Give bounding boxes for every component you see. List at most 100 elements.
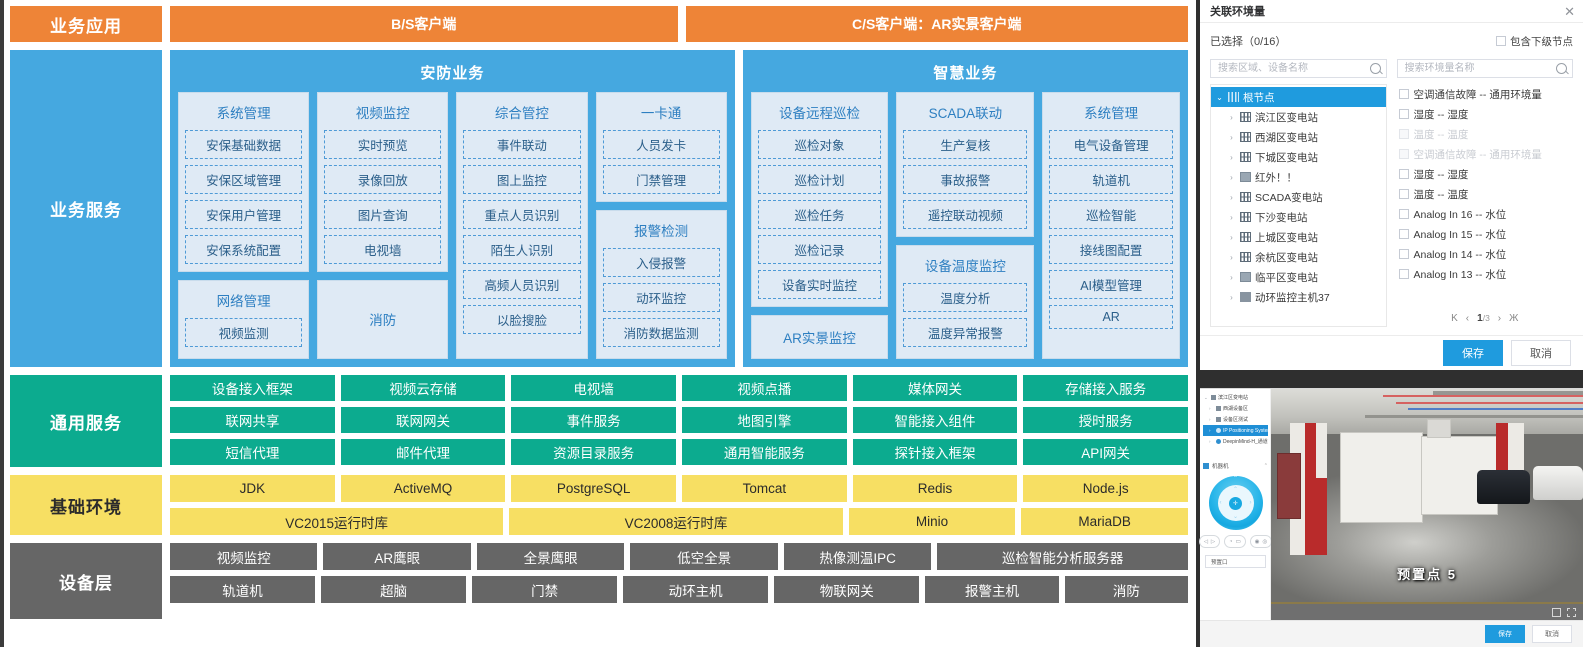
option-item[interactable]: Analog In 13 -- 水位	[1397, 264, 1574, 284]
card-system-management[interactable]: 系统管理 安保基础数据 安保区域管理 安保用户管理 安保系统配置	[178, 92, 310, 272]
tile-common-service[interactable]: 设备接入框架	[170, 375, 335, 401]
close-icon[interactable]: ✕	[1564, 3, 1575, 19]
tile-device[interactable]: AR鹰眼	[323, 543, 471, 570]
tile-device[interactable]: 全景鹰眼	[476, 543, 625, 570]
save-button[interactable]: 保存	[1485, 625, 1525, 643]
chip-item[interactable]: 接线图配置	[1049, 235, 1174, 264]
tile-common-service[interactable]: 资源目录服务	[511, 439, 676, 465]
card-video-surveillance[interactable]: 视频监控 实时预览 录像回放 图片查询 电视墙	[317, 92, 449, 272]
card-alarm-detection[interactable]: 报警检测 入侵报警 动环监控 消防数据监测	[595, 210, 727, 359]
chip-item[interactable]: 高频人员识别	[463, 270, 581, 299]
chevron-right-icon[interactable]: ›	[1230, 272, 1233, 282]
cancel-button[interactable]: 取消	[1532, 625, 1572, 643]
chevron-down-icon[interactable]: ⌄	[1216, 92, 1223, 102]
capture-icon[interactable]	[1552, 607, 1561, 617]
card-remote-inspection[interactable]: 设备远程巡检 巡检对象 巡检计划 巡检任务 巡检记录 设备实时监控	[750, 92, 889, 307]
chip-item[interactable]: 实时预览	[324, 130, 442, 159]
option-item[interactable]: 湿度 -- 湿度	[1397, 164, 1574, 184]
tile-base[interactable]: ActiveMQ	[340, 475, 506, 502]
preset-name-field[interactable]	[1205, 555, 1266, 568]
chip-item[interactable]: 动环监控	[602, 283, 720, 312]
include-children-checkbox[interactable]: 包含下级节点	[1496, 34, 1573, 49]
tree-node-item[interactable]: › 西湖区变电站	[1211, 127, 1386, 147]
checkbox-box[interactable]	[1398, 249, 1409, 259]
chevron-right-icon[interactable]: ›	[1230, 232, 1233, 242]
tile-common-service[interactable]: 联网共享	[170, 407, 335, 433]
chevron-up-icon[interactable]: ⌃	[1263, 463, 1268, 469]
chip-item[interactable]: 以脸搜脸	[463, 305, 581, 334]
tree-node-item[interactable]: › 上城区变电站	[1211, 227, 1386, 247]
tile-base[interactable]: Redis	[852, 475, 1018, 502]
chip-item[interactable]: 电气设备管理	[1049, 130, 1174, 159]
chip-item[interactable]: 门禁管理	[602, 165, 720, 194]
chevron-right-icon[interactable]: ›	[1209, 417, 1211, 422]
tile-common-service[interactable]: 事件服务	[511, 407, 676, 433]
tile-base[interactable]: Tomcat	[682, 475, 847, 502]
ptz-joystick[interactable]: ⌃ ⌃ ⌄ ‹ › ✛	[1208, 476, 1263, 530]
checkbox-box[interactable]	[1398, 229, 1409, 239]
camera-tree[interactable]: ⌄ 滨江区变电站 › 西湖设备区 › 设备区测试	[1203, 392, 1268, 447]
chip-item[interactable]: 图片查询	[324, 200, 442, 229]
zoom-out-icon[interactable]: ◁	[1203, 538, 1208, 545]
checkbox-box[interactable]	[1398, 89, 1409, 99]
card-network-management[interactable]: 网络管理 视频监测	[178, 280, 310, 359]
chip-item[interactable]: 巡检对象	[757, 130, 882, 159]
chip-item[interactable]: 温度分析	[903, 283, 1028, 312]
chip-item[interactable]: 安保用户管理	[185, 200, 303, 229]
chevron-right-icon[interactable]: ›	[1230, 212, 1233, 222]
chevron-right-icon[interactable]: ›	[1209, 439, 1211, 444]
ptz-right-icon[interactable]: ›	[1249, 500, 1252, 506]
ptz-home-icon[interactable]: ✛	[1229, 496, 1242, 510]
chip-item[interactable]: 电视墙	[324, 235, 442, 264]
tile-device[interactable]: 热像测温IPC	[783, 543, 932, 570]
tile-common-service[interactable]: API网关	[1023, 439, 1188, 465]
chip-item[interactable]: 生产复核	[903, 130, 1028, 159]
iris-close-icon[interactable]: ◎	[1262, 538, 1268, 545]
tile-common-service[interactable]: 存储接入服务	[1023, 375, 1188, 401]
checkbox-box[interactable]	[1398, 169, 1409, 179]
camera-tree-node[interactable]: › DeepinMind-H_通道1	[1203, 436, 1268, 447]
checkbox-box[interactable]	[1398, 209, 1409, 219]
tile-common-service[interactable]: 短信代理	[170, 439, 335, 465]
option-search-input[interactable]	[1402, 62, 1556, 75]
chip-item[interactable]: 巡检任务	[757, 200, 882, 229]
tile-common-service[interactable]: 邮件代理	[340, 439, 506, 465]
option-item[interactable]: 湿度 -- 湿度	[1397, 104, 1574, 124]
tile-base[interactable]: MariaDB	[1021, 508, 1188, 535]
tile-device[interactable]: 报警主机	[925, 576, 1059, 603]
tile-device[interactable]: 视频监控	[170, 543, 318, 570]
chip-item[interactable]: 消防数据监测	[602, 318, 720, 347]
chevron-right-icon[interactable]: ›	[1230, 252, 1233, 262]
chevron-right-icon[interactable]: ›	[1209, 406, 1211, 411]
chip-item[interactable]: 事故报警	[903, 165, 1028, 194]
cancel-button[interactable]: 取消	[1511, 340, 1571, 366]
camera-tree-node[interactable]: › 设备区测试	[1203, 414, 1268, 425]
tile-device[interactable]: 轨道机	[170, 576, 316, 603]
ptz-left-icon[interactable]: ‹	[1219, 500, 1222, 506]
ptz-section-header[interactable]: 机器机 ⌃	[1203, 461, 1268, 471]
app-bs-client[interactable]: B/S客户端	[170, 6, 678, 42]
tree-node-item[interactable]: › SCADA变电站	[1211, 187, 1386, 207]
card-zhihui-system-management[interactable]: 系统管理 电气设备管理 轨道机 巡检智能 接线图配置 AI模型管理 AR	[1042, 92, 1181, 359]
chip-item[interactable]: 设备实时监控	[757, 270, 882, 299]
tile-device[interactable]: 动环主机	[623, 576, 769, 603]
option-search-box[interactable]	[1396, 59, 1573, 78]
tree-node-item[interactable]: › 动环监控主机37	[1211, 287, 1386, 307]
checkbox-box[interactable]	[1496, 36, 1506, 46]
iris-open-icon[interactable]: ◉	[1254, 538, 1260, 545]
ptz-inner-ring[interactable]: ⌃ ⌄ ‹ › ✛	[1217, 485, 1254, 521]
tree-list[interactable]: ⌄ 根节点 › 滨江区变电站 › 西湖区变电站	[1210, 84, 1387, 327]
card-fire-protection[interactable]: 消防	[317, 280, 449, 359]
video-stage[interactable]: 预置点 5	[1271, 389, 1583, 604]
chip-item[interactable]: 人员发卡	[602, 130, 720, 159]
chevron-right-icon[interactable]: ›	[1230, 172, 1233, 182]
card-ar-live-monitoring[interactable]: AR实景监控	[750, 315, 889, 359]
chip-item[interactable]: 重点人员识别	[463, 200, 581, 229]
card-device-temperature[interactable]: 设备温度监控 温度分析 温度异常报警	[896, 245, 1035, 359]
tile-device[interactable]: 巡检智能分析服务器	[937, 543, 1189, 570]
tree-node-item[interactable]: › 临平区变电站	[1211, 267, 1386, 287]
ptz-focus-group[interactable]: ◔▭	[1224, 535, 1246, 548]
tile-base[interactable]: VC2008运行时库	[509, 508, 843, 535]
options-list[interactable]: 空调通信故障 -- 通用环境量 湿度 -- 湿度 温度 -- 温度 空	[1397, 84, 1574, 306]
ptz-iris-group[interactable]: ◉◎	[1249, 535, 1273, 548]
